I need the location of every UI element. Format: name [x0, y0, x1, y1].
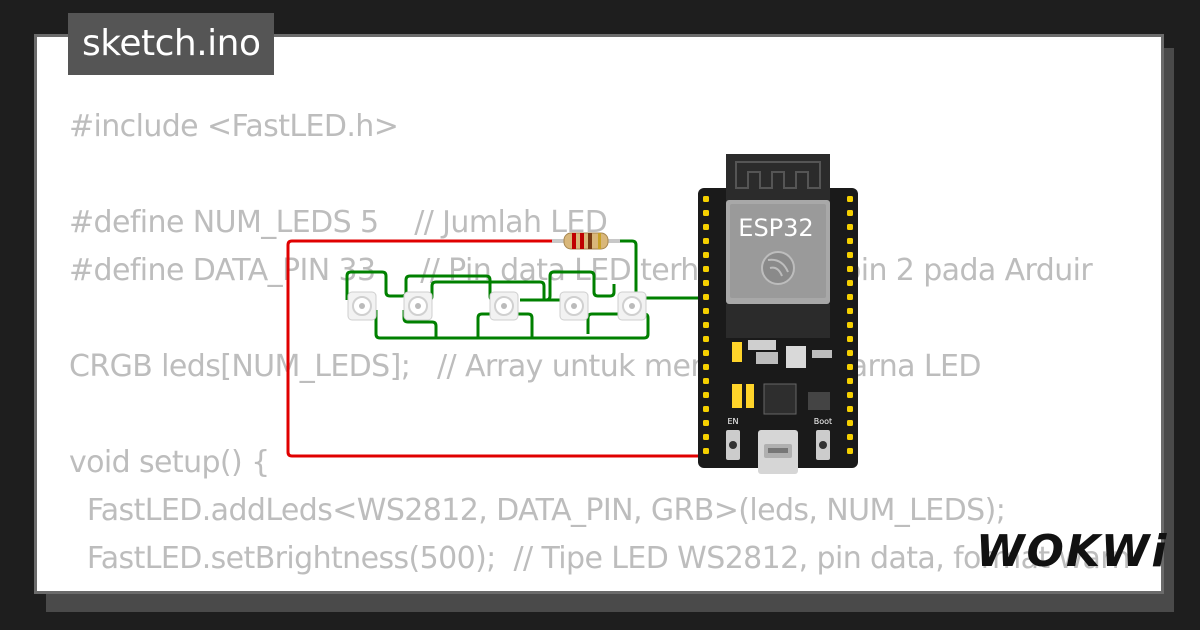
header-pin[interactable]: [847, 448, 853, 454]
header-pin[interactable]: [703, 364, 709, 370]
header-pin[interactable]: [703, 434, 709, 440]
header-pin[interactable]: [703, 280, 709, 286]
header-pin[interactable]: [703, 406, 709, 412]
en-button[interactable]: [726, 430, 740, 460]
esp32-board[interactable]: ESP32 EN Boot: [698, 154, 858, 474]
led-0[interactable]: [347, 291, 377, 321]
header-pin[interactable]: [847, 378, 853, 384]
resistor[interactable]: [552, 232, 620, 250]
header-pin[interactable]: [847, 294, 853, 300]
file-tab[interactable]: sketch.ino: [68, 13, 275, 75]
led-2[interactable]: [489, 291, 519, 321]
header-pin[interactable]: [847, 252, 853, 258]
code-line: }: [69, 589, 88, 591]
code-line: FastLED.setBrightness(500); // Tipe LED …: [69, 541, 1131, 576]
header-pin[interactable]: [703, 392, 709, 398]
led-chain-wire-bottom-1[interactable]: [374, 310, 650, 340]
led-4[interactable]: [617, 291, 647, 321]
led-1[interactable]: [403, 291, 433, 321]
header-pin[interactable]: [847, 392, 853, 398]
code-line: #define NUM_LEDS 5 // Jumlah LED: [69, 205, 608, 240]
header-pin[interactable]: [703, 336, 709, 342]
header-pin[interactable]: [847, 336, 853, 342]
header-pin[interactable]: [703, 350, 709, 356]
header-pin[interactable]: [703, 322, 709, 328]
header-pin[interactable]: [703, 196, 709, 202]
header-pin[interactable]: [847, 308, 853, 314]
header-pin[interactable]: [703, 294, 709, 300]
header-pin[interactable]: [847, 224, 853, 230]
pin-header-left: [703, 196, 709, 454]
header-pin[interactable]: [847, 238, 853, 244]
header-pin[interactable]: [847, 350, 853, 356]
code-line: CRGB leds[NUM_LEDS]; // Array untuk meny…: [69, 349, 981, 384]
header-pin[interactable]: [703, 224, 709, 230]
header-pin[interactable]: [847, 406, 853, 412]
header-pin[interactable]: [703, 210, 709, 216]
boot-label: Boot: [814, 417, 832, 426]
led-3[interactable]: [559, 291, 589, 321]
espressif-logo-icon: [761, 251, 795, 285]
header-pin[interactable]: [847, 210, 853, 216]
pin-header-right: [847, 196, 853, 454]
header-pin[interactable]: [703, 378, 709, 384]
en-label: EN: [727, 417, 738, 426]
header-pin[interactable]: [703, 238, 709, 244]
wokwi-logo: WOKWi: [976, 526, 1169, 577]
header-pin[interactable]: [703, 252, 709, 258]
header-pin[interactable]: [703, 420, 709, 426]
header-pin[interactable]: [703, 448, 709, 454]
power-wire[interactable]: [286, 239, 703, 458]
header-pin[interactable]: [847, 266, 853, 272]
boot-button[interactable]: [816, 430, 830, 460]
code-line: void setup() {: [69, 445, 270, 480]
code-editor: #include <FastLED.h> #define NUM_LEDS 5 …: [69, 103, 1131, 591]
code-line: FastLED.addLeds<WS2812, DATA_PIN, GRB>(l…: [69, 493, 1006, 528]
code-line: #include <FastLED.h>: [69, 109, 399, 144]
header-pin[interactable]: [847, 420, 853, 426]
led-chain-wire-bottom-2[interactable]: [402, 310, 438, 338]
resistor-led-wire[interactable]: [618, 239, 638, 298]
header-pin[interactable]: [847, 196, 853, 202]
led-chain-wire-top-2[interactable]: [520, 270, 616, 302]
header-pin[interactable]: [847, 280, 853, 286]
board-label: ESP32: [738, 214, 813, 242]
usb-port-icon: [758, 430, 798, 474]
header-pin[interactable]: [847, 322, 853, 328]
header-pin[interactable]: [703, 266, 709, 272]
header-pin[interactable]: [847, 364, 853, 370]
header-pin[interactable]: [847, 434, 853, 440]
header-pin[interactable]: [703, 308, 709, 314]
